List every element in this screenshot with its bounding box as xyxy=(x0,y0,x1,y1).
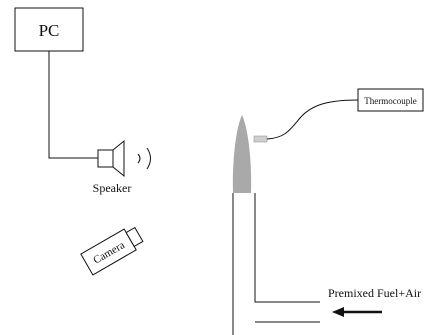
burner-right-wall xyxy=(254,193,320,303)
thermocouple: Thermocouple xyxy=(253,88,424,143)
sound-wave-outer xyxy=(146,147,151,170)
sound-wave-inner xyxy=(137,153,141,164)
thermocouple-wire xyxy=(266,99,359,140)
thermocouple-box xyxy=(357,88,424,112)
flow-arrow xyxy=(332,307,382,317)
pc-box: PC xyxy=(14,7,84,52)
camera: Camera xyxy=(80,226,144,276)
speaker: Speaker xyxy=(93,139,151,195)
flow-label: Premixed Fuel+Air xyxy=(328,286,421,300)
pc-label: PC xyxy=(39,21,60,40)
flow-arrow-head xyxy=(332,307,344,317)
speaker-label: Speaker xyxy=(93,181,132,195)
flame xyxy=(232,115,252,193)
speaker-cone xyxy=(112,139,125,178)
pc-speaker-wire xyxy=(48,51,98,159)
thermocouple-label: Thermocouple xyxy=(364,96,416,106)
thermocouple-tip xyxy=(253,135,268,143)
speaker-magnet xyxy=(97,149,114,168)
pc-frame xyxy=(14,7,84,52)
camera-lens xyxy=(125,226,144,248)
